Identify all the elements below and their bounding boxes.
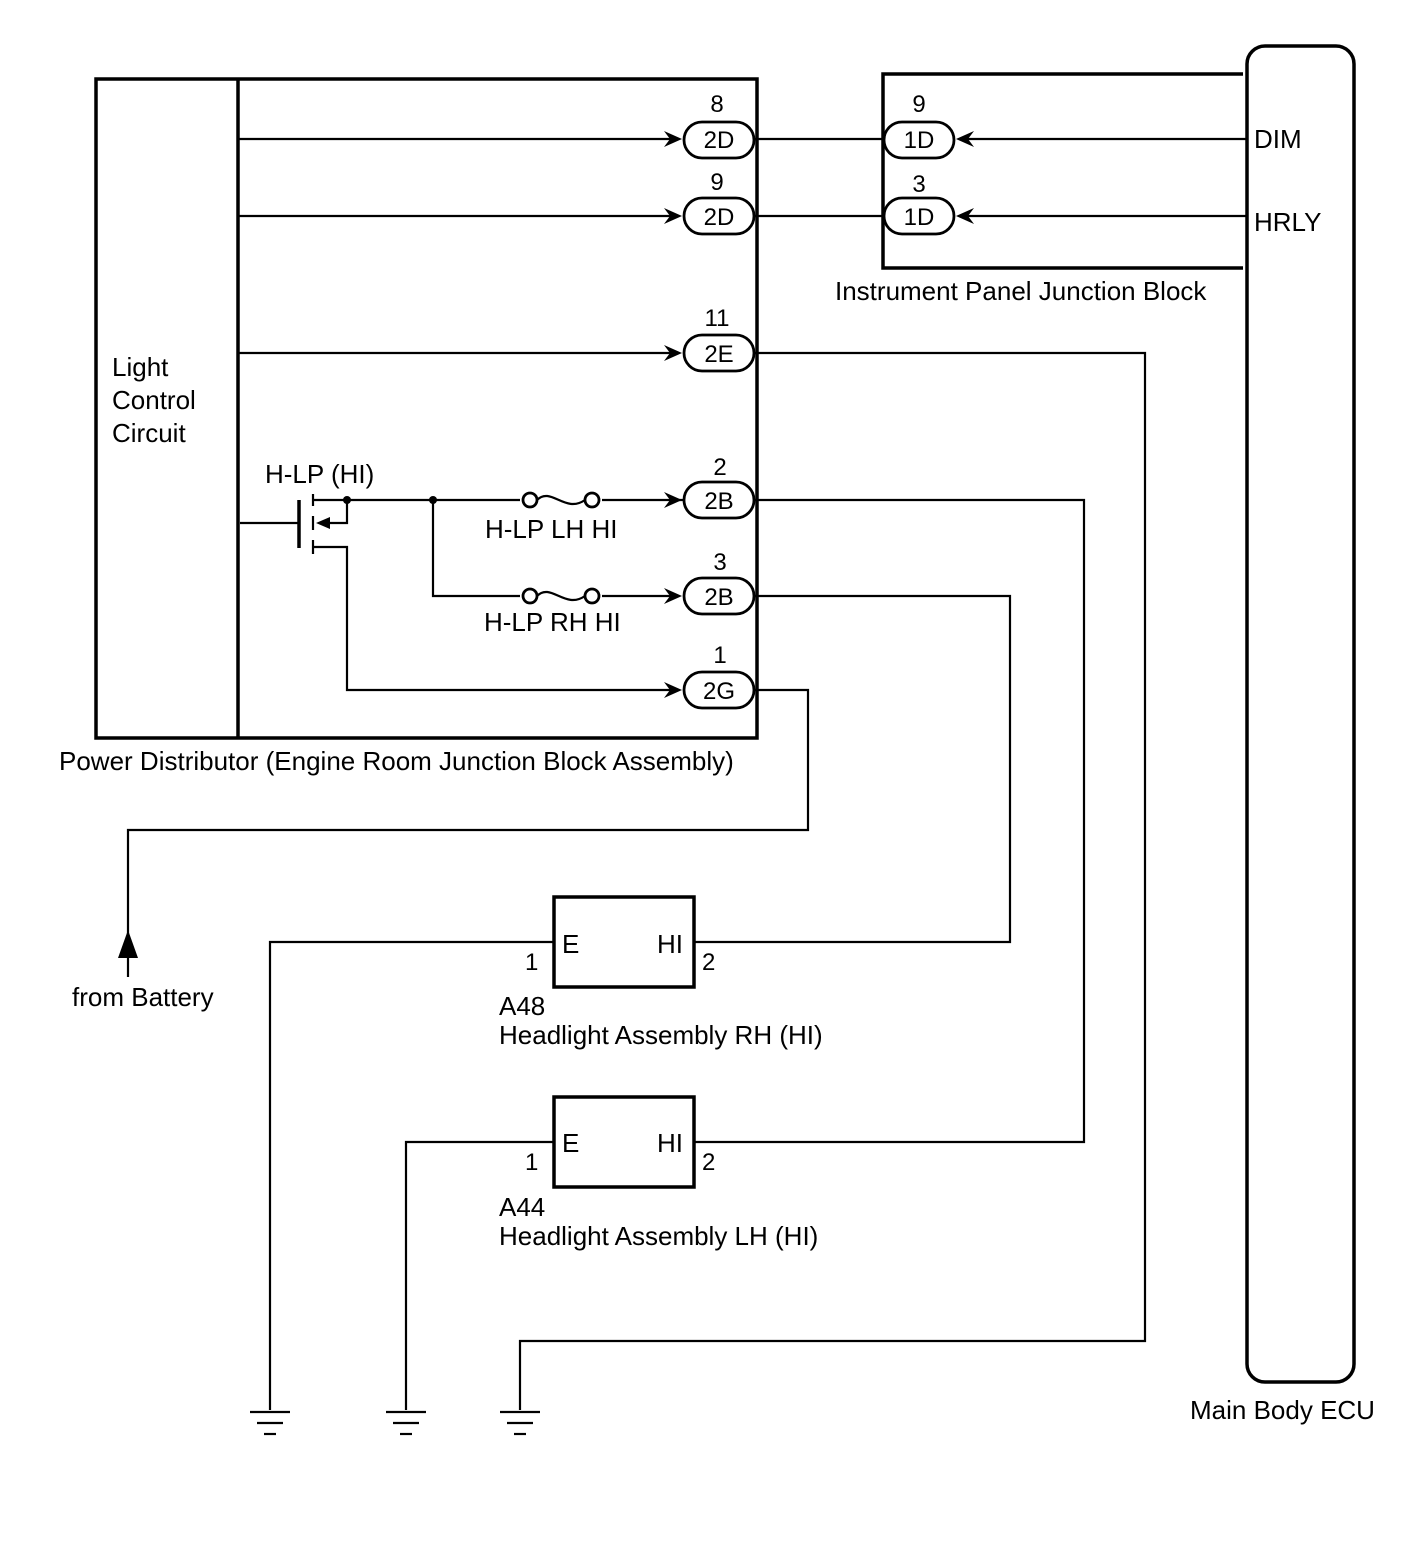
connector-arrows-pd [664,131,682,698]
fuse-lh-label: H-LP LH HI [485,514,617,544]
wire-2e-ground [518,351,1147,1410]
headlight-rh-pin1: 1 [525,949,538,976]
headlight-lh-code: A44 [499,1192,545,1222]
headlight-lh-e: E [562,1128,579,1158]
ground-icon [386,1410,426,1436]
connector-2b-2-pin: 2 [713,454,726,481]
headlight-rh-code: A48 [499,991,545,1021]
ecu-dim-label: DIM [1254,124,1302,154]
connector-1d-3 [882,196,956,236]
from-battery-label: from Battery [72,982,214,1012]
connector-2g-1-pin: 1 [713,642,726,669]
fuse-lh-icon [520,488,602,512]
connector-1d-9-id: 1D [904,127,935,154]
wire-lh-ground [404,1140,554,1410]
connector-1d-9 [882,120,956,160]
connector-2e-11-pin: 11 [705,305,730,332]
connector-2d-8-id: 2D [704,127,735,154]
headlight-lh-hi: HI [657,1128,683,1158]
wire-2b2-lh-hi [695,498,1086,1144]
connector-2d-9-pin: 9 [710,169,723,196]
instrument-panel-box [881,72,1243,270]
power-distributor-label: Power Distributor (Engine Room Junction … [59,746,734,776]
relay-arrow-icon [316,517,330,529]
main-body-ecu-label: Main Body ECU [1190,1395,1375,1425]
instrument-panel-label: Instrument Panel Junction Block [835,276,1207,306]
wire-2g-battery [126,688,810,952]
ground-icon [250,1410,290,1436]
power-distributor-box [94,77,759,740]
connector-2d-9-id: 2D [704,204,735,231]
connector-2d-9 [682,196,756,236]
fuse-rh-label: H-LP RH HI [484,607,621,637]
connector-1d-3-pin: 3 [912,171,925,198]
relay-junction-dot [343,496,351,504]
connector-2b-3-id: 2B [704,584,733,611]
headlight-rh-pin2: 2 [702,949,715,976]
light-control-label-2: Control [112,385,196,415]
connector-2d-8-pin: 8 [710,91,723,118]
relay-label: H-LP (HI) [265,459,374,489]
headlight-lh-name: Headlight Assembly LH (HI) [499,1221,818,1251]
light-control-label-1: Light [112,352,169,382]
headlight-lh-pin2: 2 [702,1149,715,1176]
connector-1d-9-pin: 9 [912,91,925,118]
connector-2e-11-id: 2E [704,341,733,368]
headlight-rh-e: E [562,929,579,959]
headlight-lh-pin1: 1 [525,1149,538,1176]
light-control-label-3: Circuit [112,418,186,448]
headlight-rh-hi: HI [657,929,683,959]
connector-2g-1-id: 2G [703,678,735,705]
connector-1d-3-id: 1D [904,204,935,231]
ecu-hrly-label: HRLY [1254,207,1321,237]
connector-2d-8 [682,120,756,160]
wire-relay-body [322,500,349,525]
headlight-rh-name: Headlight Assembly RH (HI) [499,1020,823,1050]
connector-2b-2-id: 2B [704,488,733,515]
battery-arrow-icon [118,930,138,958]
ground-icon [500,1410,540,1436]
wire-relay-2g [313,545,672,692]
wire-rh-ground [268,940,554,1410]
connector-arrows-ip [956,131,974,224]
fuse-rh-icon [520,584,602,608]
wire-2b3-rh-hi [695,594,1012,944]
main-body-ecu-box [1245,44,1356,1384]
connector-2b-3-pin: 3 [713,549,726,576]
